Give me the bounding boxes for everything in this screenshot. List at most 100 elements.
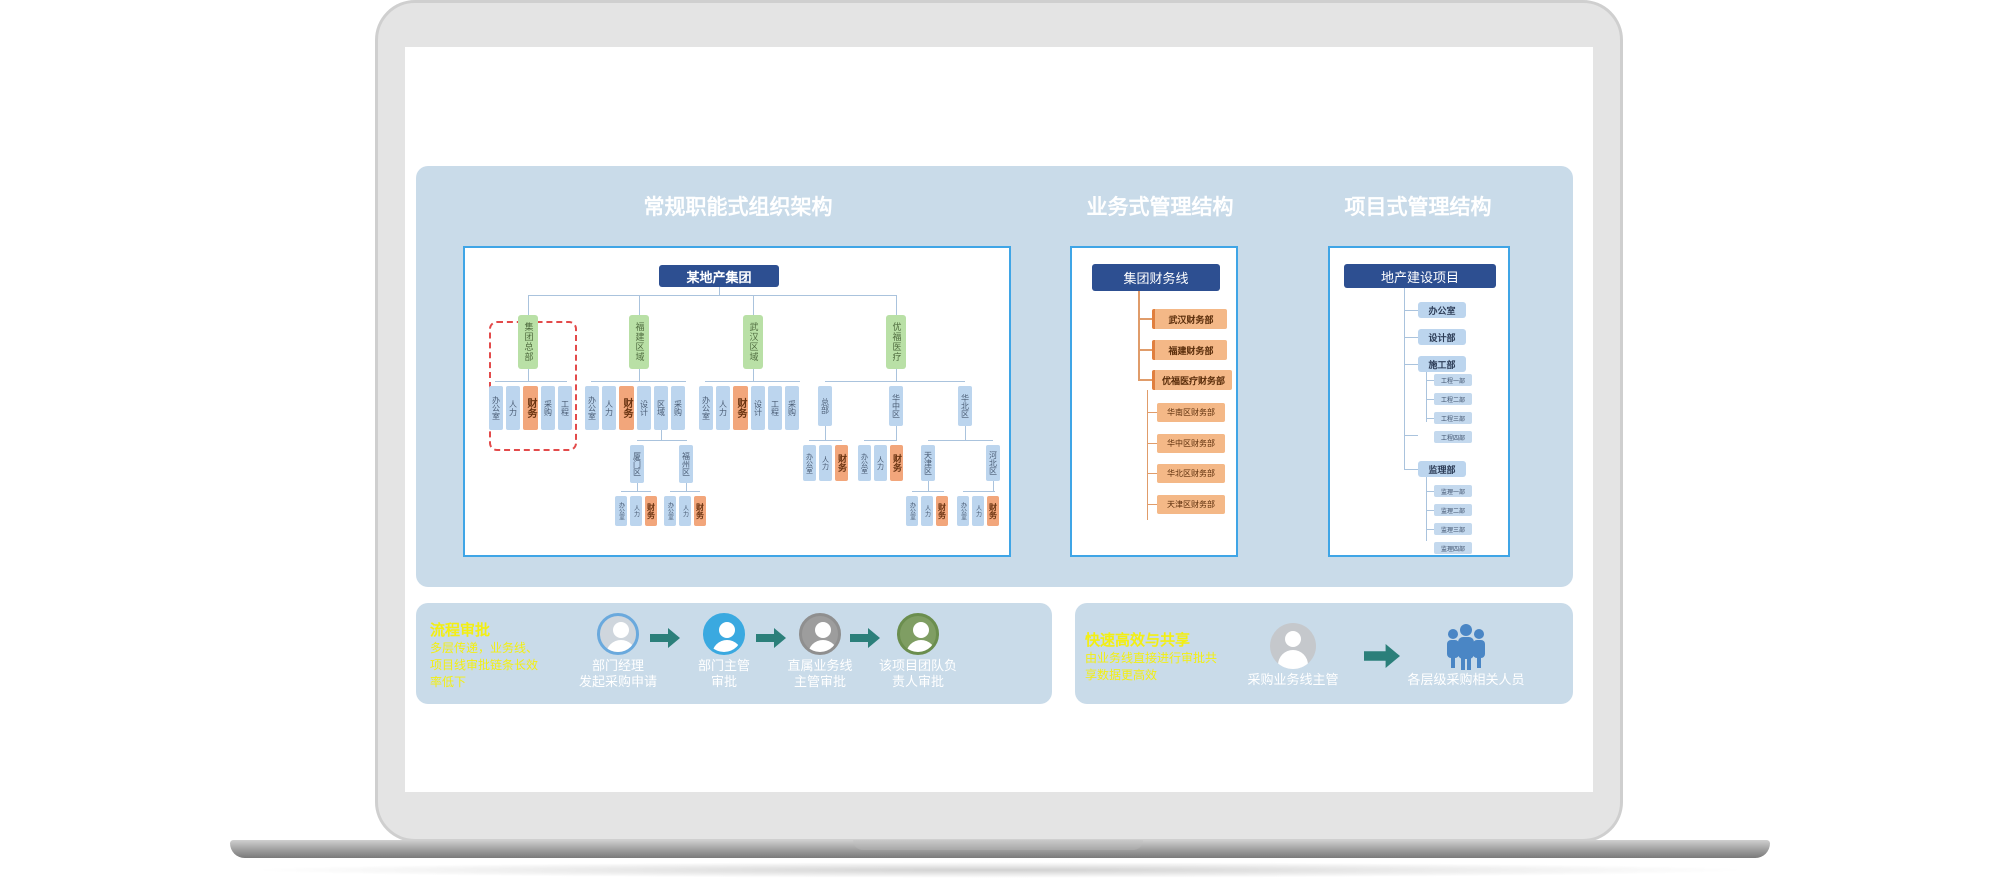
process-step-1: 部门经理发起采购申请 bbox=[578, 659, 657, 690]
supervision-team: 监理四部 bbox=[1434, 542, 1472, 554]
xiamen-dept: 人力 bbox=[630, 496, 642, 526]
connector bbox=[591, 381, 686, 382]
wuhan-dept: 采购 bbox=[785, 386, 799, 430]
connector bbox=[896, 295, 897, 315]
project-root: 地产建设项目 bbox=[1344, 264, 1496, 288]
connector bbox=[965, 426, 966, 440]
connector bbox=[1147, 412, 1157, 413]
fuzhou-dept-finance: 财务 bbox=[694, 496, 706, 526]
branch-fujian: 福建区域 bbox=[629, 315, 649, 369]
connector bbox=[928, 440, 993, 441]
connector bbox=[1426, 399, 1434, 400]
connector bbox=[864, 440, 897, 441]
youfu-sub: 总部 bbox=[818, 386, 832, 426]
connector bbox=[495, 381, 567, 382]
fujian-dept: 采购 bbox=[671, 386, 685, 430]
huazhong-dept-finance: 财务 bbox=[890, 445, 903, 481]
fujian-dept: 区域 bbox=[654, 386, 668, 430]
connector bbox=[1138, 291, 1140, 381]
tianjin-dept-finance: 财务 bbox=[936, 496, 948, 526]
connector bbox=[1140, 318, 1152, 320]
business-level2-item: 天津区财务部 bbox=[1157, 495, 1225, 514]
connector bbox=[753, 369, 754, 381]
business-level2-item: 华北区财务部 bbox=[1157, 464, 1225, 483]
fujian-sub: 福州区 bbox=[679, 445, 693, 483]
process-step-2: 部门主管审批 bbox=[697, 659, 750, 690]
connector bbox=[719, 287, 720, 296]
connector bbox=[637, 440, 687, 441]
functional-chart-frame: 某地产集团 集团总部 福建区域 武汉区域 优福医疗 办公室 人力 财务 采购 工… bbox=[463, 246, 1011, 557]
connector bbox=[686, 483, 687, 491]
xiamen-dept: 办公室 bbox=[615, 496, 627, 526]
project-dept: 办公室 bbox=[1418, 302, 1466, 318]
connector bbox=[621, 491, 651, 492]
supervision-team: 监理一部 bbox=[1434, 485, 1472, 497]
connector bbox=[912, 491, 944, 492]
branch-wuhan: 武汉区域 bbox=[743, 315, 763, 369]
connector bbox=[528, 369, 529, 381]
connector bbox=[1147, 443, 1157, 444]
process-right-step-2: 各层级采购相关人员 bbox=[1407, 673, 1525, 688]
connector bbox=[753, 295, 754, 315]
hebei-dept-finance: 财务 bbox=[987, 496, 999, 526]
huabei-sub: 河北区 bbox=[986, 445, 1000, 481]
hebei-dept: 办公室 bbox=[957, 496, 969, 526]
connector bbox=[1147, 390, 1148, 520]
connector bbox=[639, 369, 640, 381]
connector bbox=[1404, 364, 1418, 365]
user-avatar-icon bbox=[703, 613, 745, 655]
supervision-team: 监理三部 bbox=[1434, 523, 1472, 535]
hq-dept: 工程 bbox=[558, 386, 572, 430]
youfu-hq-dept-finance: 财务 bbox=[835, 445, 848, 481]
connector bbox=[993, 481, 994, 491]
connector bbox=[528, 295, 897, 296]
project-chart-frame: 地产建设项目 办公室 设计部 施工部 工程一部 工程二部 工程三部 工程四部 监… bbox=[1328, 246, 1510, 557]
xiamen-dept-finance: 财务 bbox=[645, 496, 657, 526]
wuhan-dept: 人力 bbox=[716, 386, 730, 430]
connector bbox=[661, 430, 662, 440]
connector bbox=[896, 369, 897, 381]
connector bbox=[809, 440, 842, 441]
construction-team: 工程四部 bbox=[1434, 431, 1472, 443]
hq-dept: 采购 bbox=[541, 386, 555, 430]
hq-dept: 人力 bbox=[506, 386, 520, 430]
process-left-desc: 多层传递，业务线、项目线审批链条长效率低下 bbox=[430, 641, 539, 689]
business-level2-item: 华南区财务部 bbox=[1157, 403, 1225, 422]
huazhong-dept: 人力 bbox=[874, 445, 887, 481]
fujian-dept: 人力 bbox=[602, 386, 616, 430]
business-level1-item: 优福医疗财务部 bbox=[1152, 370, 1232, 390]
laptop-shadow bbox=[245, 862, 1755, 878]
connector bbox=[1426, 491, 1434, 492]
org-root: 某地产集团 bbox=[659, 265, 779, 287]
fuzhou-dept: 人力 bbox=[679, 496, 691, 526]
connector bbox=[1426, 510, 1434, 511]
youfu-sub: 华北区 bbox=[958, 386, 972, 426]
tianjin-dept: 人力 bbox=[921, 496, 933, 526]
business-title: 业务式管理结构 bbox=[1086, 195, 1234, 219]
connector bbox=[637, 483, 638, 491]
project-dept: 设计部 bbox=[1418, 329, 1466, 345]
connector bbox=[1147, 473, 1157, 474]
tianjin-dept: 办公室 bbox=[906, 496, 918, 526]
arrow-right-icon bbox=[850, 628, 880, 648]
connector bbox=[1426, 477, 1427, 541]
user-avatar-icon bbox=[799, 613, 841, 655]
process-left-heading: 流程审批 bbox=[430, 621, 491, 639]
business-level1-item: 福建财务部 bbox=[1152, 340, 1227, 360]
connector bbox=[896, 426, 897, 440]
connector bbox=[639, 295, 640, 315]
hq-dept: 办公室 bbox=[489, 386, 503, 430]
connector bbox=[670, 491, 700, 492]
wuhan-dept: 设计 bbox=[751, 386, 765, 430]
huabei-sub: 天津区 bbox=[921, 445, 935, 481]
connector bbox=[928, 481, 929, 491]
connector bbox=[1404, 288, 1405, 436]
youfu-hq-dept: 办公室 bbox=[803, 445, 816, 481]
process-step-3: 直属业务线主管审批 bbox=[787, 659, 853, 690]
business-chart-frame: 集团财务线 武汉财务部 福建财务部 优福医疗财务部 华南区财务部 华中区财务部 … bbox=[1070, 246, 1238, 557]
connector bbox=[528, 295, 529, 315]
connector bbox=[963, 491, 995, 492]
youfu-hq-dept: 人力 bbox=[819, 445, 832, 481]
user-avatar-icon bbox=[597, 613, 639, 655]
fuzhou-dept: 办公室 bbox=[664, 496, 676, 526]
